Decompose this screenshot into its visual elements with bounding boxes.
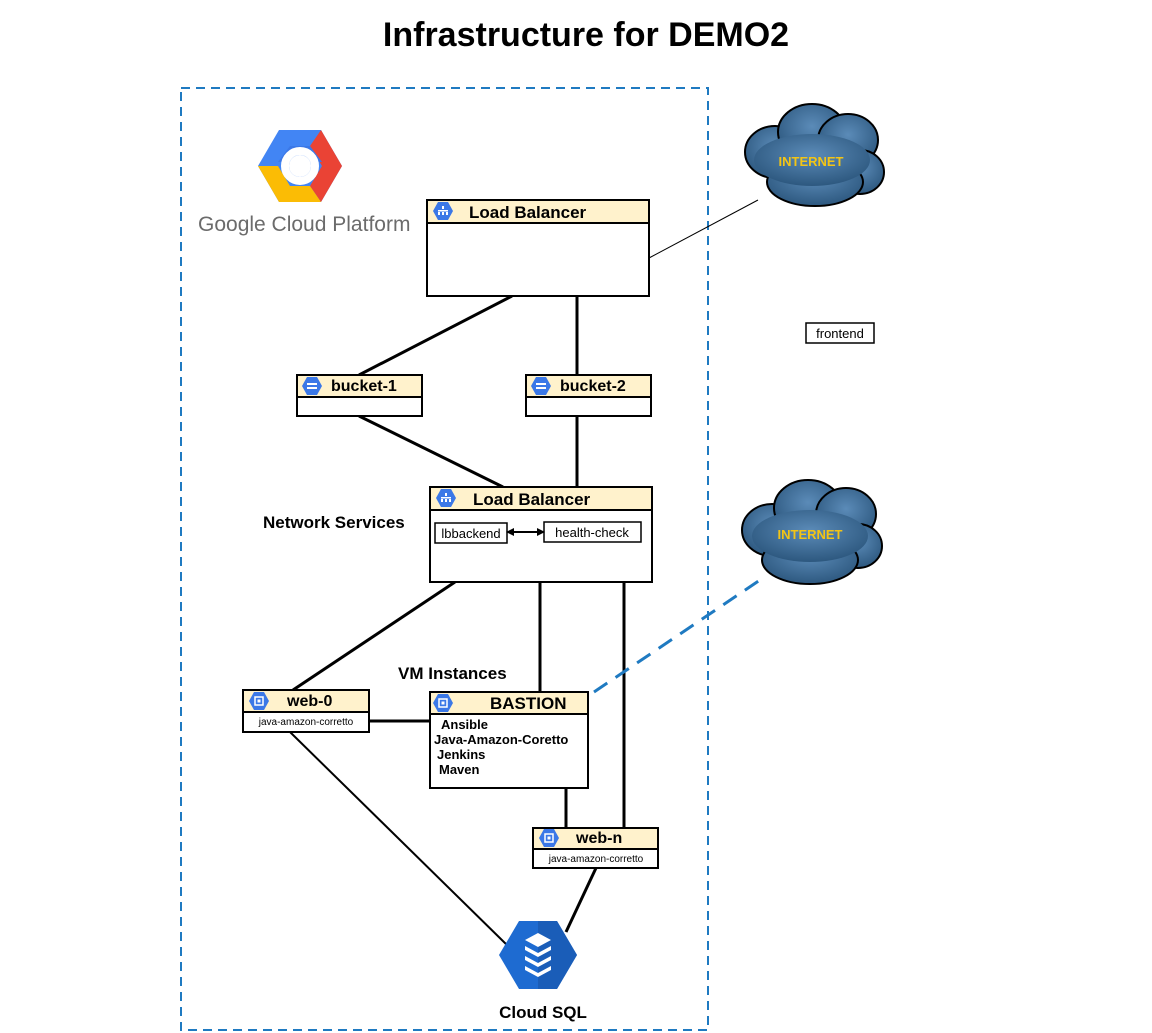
network-services-label: Network Services xyxy=(263,513,405,532)
bastion-node[interactable]: BASTION Ansible Java-Amazon-Coretto Jenk… xyxy=(429,691,589,789)
gcp-project-boundary xyxy=(180,87,709,1031)
cloud-sql-label: Cloud SQL xyxy=(499,1003,587,1022)
storage-bucket-icon xyxy=(531,377,551,395)
load-balancer-top-title: Load Balancer xyxy=(469,203,587,222)
internet-label-top: INTERNET xyxy=(779,154,844,169)
bastion-internet-link xyxy=(593,578,761,694)
frontend-label: frontend xyxy=(816,326,864,341)
web-n-subtitle: java-amazon-corretto xyxy=(548,854,644,865)
bastion-item-java: Java-Amazon-Coretto xyxy=(434,732,568,747)
bucket-1-title: bucket-1 xyxy=(331,378,397,395)
load-balancer-icon xyxy=(433,202,453,220)
bastion-item-ansible: Ansible xyxy=(441,717,488,732)
cloud-sql-icon xyxy=(499,921,577,989)
health-check-label: health-check xyxy=(555,525,629,540)
compute-engine-icon xyxy=(249,692,269,710)
cloud-sql-node[interactable]: Cloud SQL xyxy=(499,921,587,1022)
web-0-title: web-0 xyxy=(286,693,332,710)
internet-cloud-icon xyxy=(744,103,885,207)
web-0-node[interactable]: web-0 java-amazon-corretto xyxy=(242,689,370,733)
connectors xyxy=(289,199,759,947)
bucket-2-node[interactable]: bucket-2 xyxy=(525,374,652,417)
diagram-title: Infrastructure for DEMO2 xyxy=(383,16,789,54)
bucket-2-title: bucket-2 xyxy=(560,378,626,395)
lbbackend-label: lbbackend xyxy=(441,526,500,541)
compute-engine-icon xyxy=(539,829,559,847)
load-balancer-icon xyxy=(436,489,456,507)
web-0-subtitle: java-amazon-corretto xyxy=(258,717,354,728)
bastion-item-jenkins: Jenkins xyxy=(437,747,485,762)
load-balancer-top[interactable]: Load Balancer xyxy=(426,199,650,297)
storage-bucket-icon xyxy=(302,377,322,395)
frontend-box: frontend xyxy=(805,322,875,344)
bastion-item-maven: Maven xyxy=(439,762,480,777)
web-n-node[interactable]: web-n java-amazon-corretto xyxy=(532,827,659,869)
internet-label-bottom: INTERNET xyxy=(778,527,843,542)
web-n-title: web-n xyxy=(575,830,622,847)
internet-cloud-bottom: INTERNET xyxy=(741,479,883,585)
gcp-logo-text: Google Cloud Platform xyxy=(198,213,410,236)
internet-cloud-top: INTERNET xyxy=(744,103,885,207)
bastion-title: BASTION xyxy=(490,694,567,713)
bucket-1-node[interactable]: bucket-1 xyxy=(296,374,423,417)
internet-cloud-icon xyxy=(741,479,883,585)
gcp-logo-icon xyxy=(258,130,342,202)
load-balancer-mid-title: Load Balancer xyxy=(473,490,591,509)
load-balancer-mid[interactable]: Load Balancer lbbackend health-check xyxy=(429,486,653,583)
vm-instances-label: VM Instances xyxy=(398,664,507,683)
compute-engine-icon xyxy=(433,694,453,712)
